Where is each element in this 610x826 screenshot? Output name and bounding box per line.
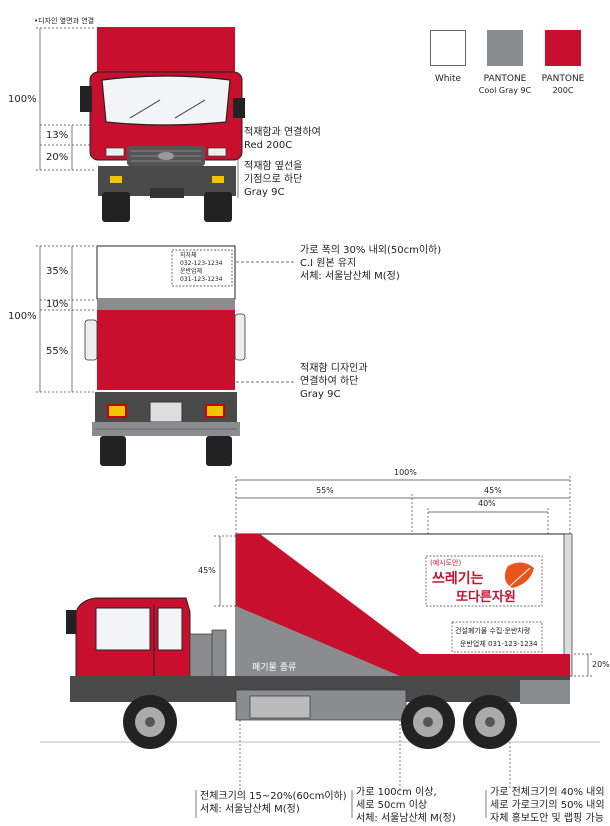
- wheel-rear: [463, 695, 517, 749]
- side-55: 55%: [316, 486, 334, 495]
- side-top-100: 100%: [394, 468, 417, 477]
- front-note-gray: 적재함 옆선을 기점으로 하단 Gray 9C: [244, 161, 303, 198]
- waste-type-label: 폐기물 종류: [252, 663, 297, 673]
- slogan-line2: 또다른자원: [456, 590, 516, 605]
- legend-sub-red: 200C: [552, 86, 574, 95]
- wheel-mid: [401, 695, 455, 749]
- side-note-promo: 가로 전체크기의 40% 내외 세로 가로크기의 50% 내외 자체 홍보도안 …: [490, 787, 605, 824]
- rear-dimensions: [36, 245, 296, 393]
- rear-35-pct: 35%: [46, 266, 69, 277]
- legend-label-gray: PANTONE: [483, 74, 527, 84]
- sample-tag: (예시도안): [430, 559, 462, 567]
- side-40: 40%: [478, 499, 496, 508]
- rear-total-pct: 100%: [8, 311, 37, 322]
- slogan-line1: 쓰레기는: [432, 571, 484, 587]
- side-truck: [40, 533, 600, 749]
- side-note-waste: 전체크기의 15~20%(60cm이하) 서체: 서울남산체 M(정): [200, 791, 347, 815]
- side-left-45: 45%: [198, 566, 216, 575]
- front-total-pct: 100%: [8, 94, 37, 105]
- front-13-pct: 13%: [46, 130, 69, 141]
- contact-line2: 운반업체 031-123-1234: [460, 640, 538, 648]
- legend-sub-gray: Cool Gray 9C: [478, 86, 532, 95]
- front-20-pct: 20%: [46, 152, 69, 163]
- legend-label-red: PANTONE: [541, 74, 585, 84]
- rear-10-pct: 10%: [46, 299, 69, 310]
- rear-55-pct: 55%: [46, 346, 69, 357]
- rear-plate-text: 지자체 032-123-1234 운반업체 031-123-1234: [180, 252, 223, 283]
- swatch-red: [545, 30, 581, 66]
- rear-note-ci: 가로 폭의 30% 내외(50cm이하) C.I 원본 유지 서체: 서울남산체…: [300, 245, 442, 282]
- front-truck: [80, 27, 245, 222]
- side-note-contact: 가로 100cm 이상, 세로 50cm 이상 서체: 서울남산체 M(정): [356, 787, 456, 824]
- rear-truck: [84, 245, 246, 466]
- legend-label-white: White: [434, 74, 462, 84]
- header-caption: •디자인 옆면과 연결: [34, 17, 95, 25]
- contact-line1: 건설폐기물 수집·운반차량: [455, 627, 531, 635]
- swatch-gray: [487, 30, 523, 66]
- front-note-red: 적재함과 연결하여 Red 200C: [244, 127, 321, 151]
- side-right-20: 20%: [592, 660, 610, 669]
- rear-note-gray: 적재함 디자인과 연결하여 하단 Gray 9C: [300, 363, 368, 400]
- wheel-front: [123, 695, 177, 749]
- side-45: 45%: [484, 486, 502, 495]
- swatch-white: [430, 30, 466, 66]
